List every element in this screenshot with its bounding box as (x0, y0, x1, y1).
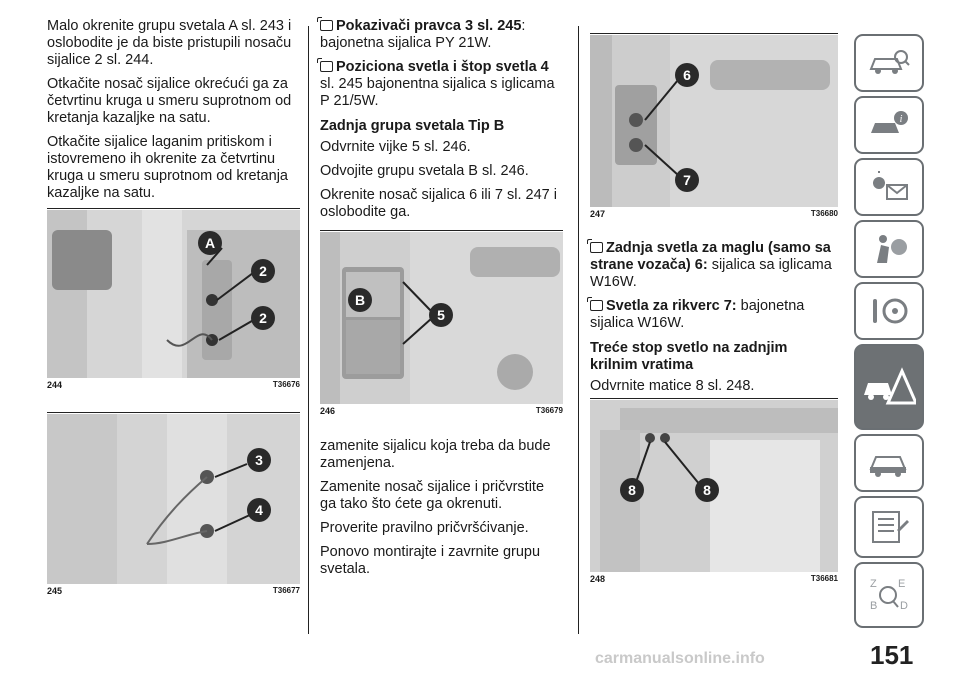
car-search-icon (869, 50, 910, 74)
paragraph: Okrenite nosač sijalica 6 ili 7 sl. 247 … (320, 187, 557, 220)
figure-247-image: 6 7 (590, 35, 838, 207)
footer-watermark: carmanualsonline.info (595, 650, 765, 667)
label-4: 4 (255, 502, 263, 518)
alphabet-search-icon: Z E B D (870, 578, 908, 612)
figure-246-image: B 5 (320, 232, 563, 404)
tab-checklist[interactable] (854, 496, 924, 558)
label-3: 3 (255, 452, 263, 468)
column-3: Zadnja svetla za maglu (samo sa strane v… (587, 239, 838, 402)
figure-245: 3 4 245 T36677 (47, 412, 300, 596)
figure-248-image: 8 8 (590, 400, 838, 572)
checkbox-icon (587, 297, 603, 311)
airbag-icon (877, 235, 907, 263)
column-divider (308, 26, 309, 634)
svg-text:Z: Z (870, 578, 877, 590)
label-2: 2 (259, 263, 267, 279)
section-heading: Zadnja grupa svetala Tip B (320, 118, 505, 134)
label-5: 5 (437, 307, 445, 323)
label-b: B (355, 292, 365, 308)
paragraph: Ponovo montirajte i zavrnite grupu sveta… (320, 544, 541, 577)
tab-airbag[interactable] (854, 220, 924, 278)
label-7: 7 (683, 172, 691, 188)
figure-248: 8 8 248 T36681 (590, 398, 838, 584)
svg-text:B: B (870, 600, 877, 612)
paragraph: Odvrnite vijke 5 sl. 246. (320, 139, 471, 155)
label-a: A (205, 235, 215, 251)
light-mail-icon (873, 171, 908, 200)
paragraph: Otkačite nosač sijalice okrećući ga za č… (47, 76, 292, 126)
tab-car[interactable] (854, 434, 924, 492)
tab-steering-key[interactable] (854, 282, 924, 340)
figure-246: B 5 246 T36679 (320, 230, 563, 416)
paragraph: Otkačite sijalice laganim pritiskom i is… (47, 134, 288, 201)
figure-247: 6 7 247 T36680 (590, 33, 838, 219)
tab-car-search[interactable] (854, 34, 924, 92)
svg-text:i: i (900, 114, 903, 125)
label-2: 2 (259, 310, 267, 326)
car-info-icon: i (871, 111, 908, 133)
figure-244-image: A 2 2 (47, 210, 300, 378)
tab-alphabet-search[interactable]: Z E B D (854, 562, 924, 628)
column-2-lower: zamenite sijalicu koja treba da bude zam… (320, 438, 563, 585)
svg-text:E: E (898, 578, 905, 590)
column-2: Pokazivači pravca 3 sl. 245:bajonetna si… (317, 17, 563, 228)
tab-car-info[interactable]: i (854, 96, 924, 154)
checkbox-icon (587, 239, 603, 253)
figure-caption: 247 T36680 (590, 209, 838, 219)
tab-light-mail[interactable] (854, 158, 924, 216)
svg-text:D: D (900, 600, 908, 612)
checklist-icon (872, 511, 909, 543)
checkbox-icon (317, 17, 333, 31)
car-warning-icon (864, 367, 916, 405)
bulb-item: Svetla za rikverc 7: bajonetna sijalica … (587, 297, 805, 331)
paragraph: Proverite pravilno pričvršćivanje. (320, 520, 529, 536)
steering-key-icon (873, 298, 908, 324)
bulb-item: Pokazivači pravca 3 sl. 245:bajonetna si… (317, 17, 526, 51)
paragraph: Malo okrenite grupu svetala A sl. 243 i … (47, 18, 292, 68)
figure-caption: 244 T36676 (47, 380, 300, 390)
paragraph: Odvrnite matice 8 sl. 248. (590, 378, 755, 394)
paragraph: Zamenite nosač sijalice i pričvrstite ga… (320, 479, 545, 512)
figure-245-image: 3 4 (47, 414, 300, 584)
label-8: 8 (703, 482, 711, 498)
figure-caption: 245 T36677 (47, 586, 300, 596)
page-number: 151 (870, 640, 914, 670)
paragraph: Odvojite grupu svetala B sl. 246. (320, 163, 529, 179)
label-8: 8 (628, 482, 636, 498)
figure-244: A 2 2 244 T36676 (47, 208, 300, 390)
checkbox-icon (317, 58, 333, 72)
column-divider (578, 26, 579, 634)
car-icon (869, 456, 907, 477)
bulb-item: Zadnja svetla za maglu (samo sa strane v… (587, 239, 832, 290)
figure-caption: 246 T36679 (320, 406, 563, 416)
tab-car-warning[interactable] (854, 344, 924, 430)
column-1: Malo okrenite grupu svetala A sl. 243 i … (47, 18, 302, 209)
paragraph: zamenite sijalicu koja treba da bude zam… (320, 438, 551, 471)
label-6: 6 (683, 67, 691, 83)
section-heading: Treće stop svetlo na zadnjim krilnim vra… (590, 340, 788, 373)
figure-caption: 248 T36681 (590, 574, 838, 584)
